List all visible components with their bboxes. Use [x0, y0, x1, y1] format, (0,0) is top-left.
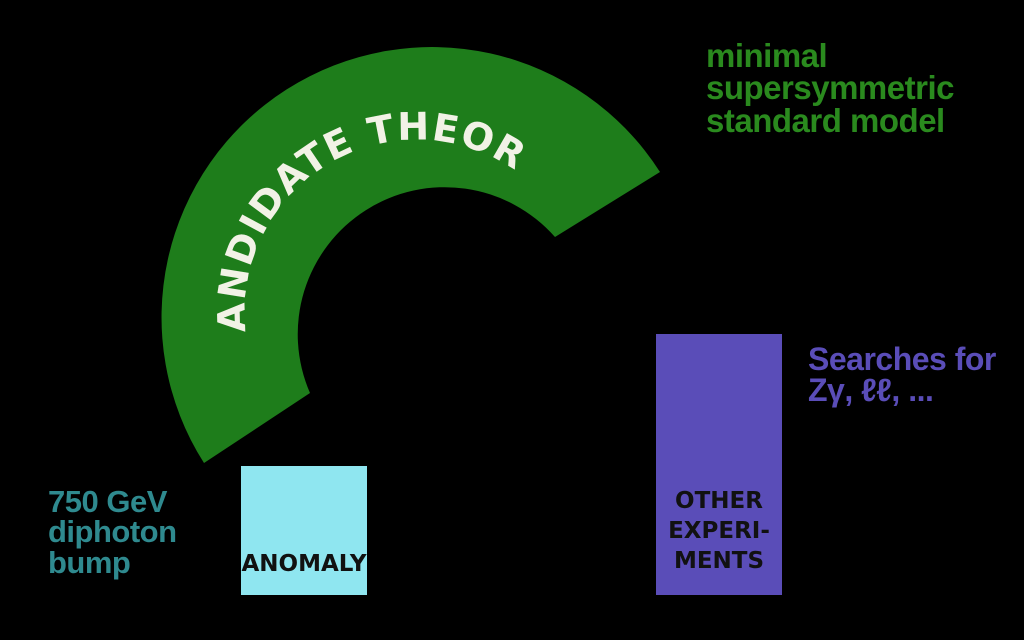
anomaly-annotation: 750 GeV diphoton bump [48, 484, 177, 580]
other-experiments-box: OTHER EXPERI- MENTS [656, 334, 782, 595]
theory-annotation: minimal supersymmetric standard model [706, 37, 954, 139]
experiments-annotation: Searches for Zγ, ℓℓ, ... [808, 341, 996, 409]
other-experiments-label: OTHER EXPERI- MENTS [668, 488, 770, 575]
anomaly-box: ANOMALY [241, 466, 367, 595]
anomaly-label: ANOMALY [241, 551, 367, 578]
candidate-theory-arc [161, 47, 661, 463]
